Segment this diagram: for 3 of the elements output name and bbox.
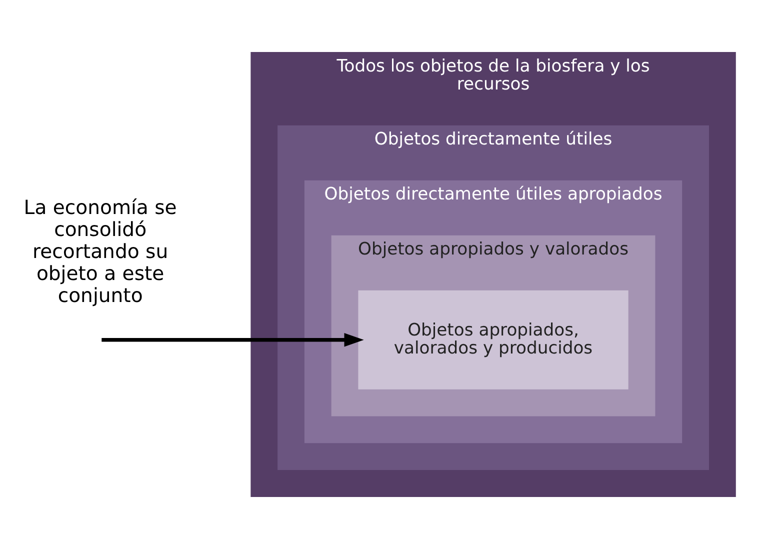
label: La economía se consolidó recortando su objeto a este conjunto xyxy=(24,195,177,306)
arrow xyxy=(102,332,364,346)
node-box: Objetos apropiados, valorados y producidos xyxy=(358,290,628,389)
